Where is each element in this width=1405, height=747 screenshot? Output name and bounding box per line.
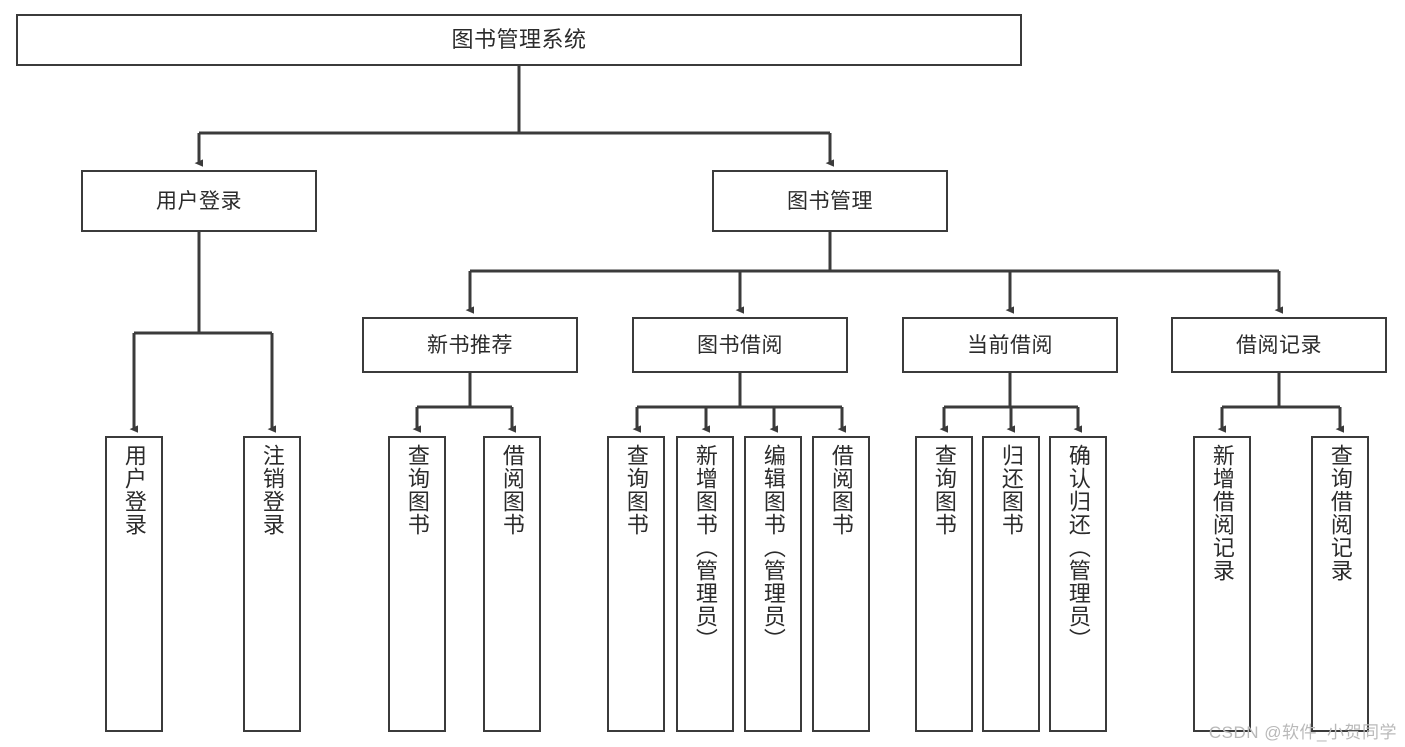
csdn-watermark: CSDN @软件_小贺同学	[1208, 723, 1397, 742]
node-leaf-nb-borrow-book-label: 借阅图书	[499, 444, 525, 536]
node-leaf-br-add-record-label: 新增借阅记录	[1209, 444, 1235, 582]
node-root-label: 图书管理系统	[451, 27, 587, 52]
node-leaf-bw-add-book-label: 新增图书（管理员）	[692, 444, 718, 651]
node-leaf-bw-add-book[interactable]: 新增图书（管理员）	[676, 436, 734, 732]
node-leaf-cb-return-book[interactable]: 归还图书	[982, 436, 1040, 732]
node-leaf-bw-borrow-book-label: 借阅图书	[828, 444, 854, 536]
node-branch-book-mgmt[interactable]: 图书管理	[712, 170, 948, 232]
node-group-borrow-record[interactable]: 借阅记录	[1171, 317, 1387, 373]
node-group-new-book[interactable]: 新书推荐	[362, 317, 578, 373]
node-leaf-bw-query-book[interactable]: 查询图书	[607, 436, 665, 732]
node-leaf-user-logout[interactable]: 注销登录	[243, 436, 301, 732]
node-leaf-bw-edit-book[interactable]: 编辑图书（管理员）	[744, 436, 802, 732]
node-leaf-cb-return-book-label: 归还图书	[998, 444, 1024, 536]
node-leaf-br-query-record[interactable]: 查询借阅记录	[1311, 436, 1369, 732]
node-leaf-nb-query-book-label: 查询图书	[404, 444, 430, 536]
node-root[interactable]: 图书管理系统	[16, 14, 1022, 66]
node-group-new-book-label: 新书推荐	[427, 333, 513, 357]
node-leaf-cb-confirm-return-label: 确认归还（管理员）	[1065, 444, 1091, 651]
node-branch-user-login-label: 用户登录	[156, 189, 242, 213]
node-leaf-cb-confirm-return[interactable]: 确认归还（管理员）	[1049, 436, 1107, 732]
node-leaf-user-login-label: 用户登录	[121, 444, 147, 536]
node-branch-user-login[interactable]: 用户登录	[81, 170, 317, 232]
node-group-borrow-record-label: 借阅记录	[1236, 333, 1322, 357]
node-leaf-bw-borrow-book[interactable]: 借阅图书	[812, 436, 870, 732]
node-leaf-bw-query-book-label: 查询图书	[623, 444, 649, 536]
node-group-borrow-label: 图书借阅	[697, 333, 783, 357]
node-leaf-nb-borrow-book[interactable]: 借阅图书	[483, 436, 541, 732]
node-group-current-borrow-label: 当前借阅	[967, 333, 1053, 357]
node-leaf-cb-query-book[interactable]: 查询图书	[915, 436, 973, 732]
node-leaf-user-login[interactable]: 用户登录	[105, 436, 163, 732]
node-group-borrow[interactable]: 图书借阅	[632, 317, 848, 373]
node-leaf-br-query-record-label: 查询借阅记录	[1327, 444, 1353, 582]
node-leaf-cb-query-book-label: 查询图书	[931, 444, 957, 536]
node-group-current-borrow[interactable]: 当前借阅	[902, 317, 1118, 373]
node-leaf-user-logout-label: 注销登录	[259, 444, 285, 536]
node-leaf-nb-query-book[interactable]: 查询图书	[388, 436, 446, 732]
node-leaf-br-add-record[interactable]: 新增借阅记录	[1193, 436, 1251, 732]
node-leaf-bw-edit-book-label: 编辑图书（管理员）	[760, 444, 786, 651]
node-branch-book-mgmt-label: 图书管理	[787, 189, 873, 213]
